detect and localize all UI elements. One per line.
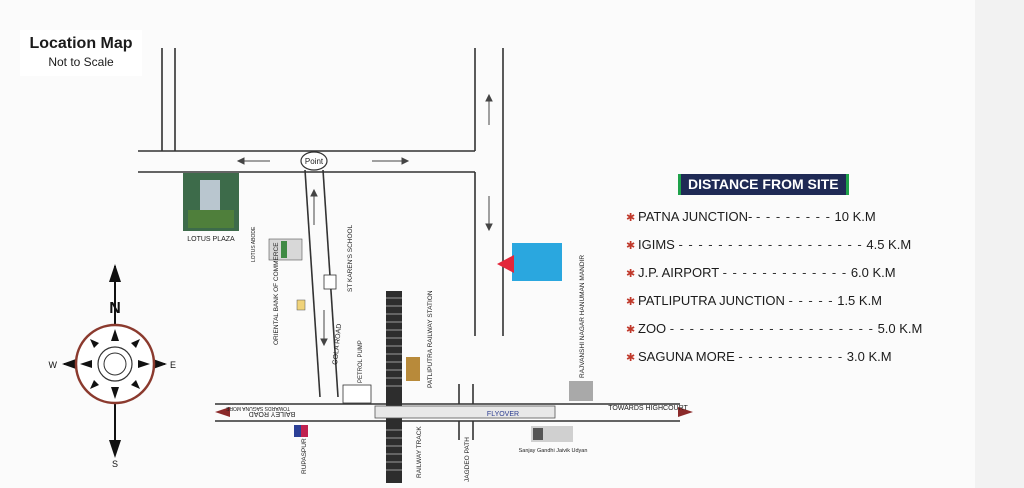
distance-item: ✱PATNA JUNCTION- - - - - - - - - 10 K.M <box>626 209 916 237</box>
road-arrow-head <box>236 157 245 165</box>
north-arrow <box>109 264 121 282</box>
towards-highcourt-label: TOWARDS HIGHCOURT <box>608 405 688 412</box>
rajvanshi-nagar-label: RAJVANSHI NAGAR HANUMAN MANDIR <box>579 255 586 378</box>
railway-sleepers <box>386 297 402 471</box>
road-arrow-head <box>310 188 318 197</box>
distance-value: 3.0 K.M <box>846 349 892 364</box>
west-arrow <box>62 359 76 369</box>
distance-dashes: - - - - - - - - - - - - - <box>722 265 848 280</box>
railway-track-label: RAILWAY TRACK <box>416 426 423 478</box>
bullet-icon: ✱ <box>626 212 636 224</box>
distance-dashes: - - - - - - - - - - - - - - - - - - - - … <box>669 321 874 336</box>
railway-track-bed <box>386 291 402 483</box>
petrol-pump-label: PETROL PUMP <box>358 340 364 383</box>
map-title-box: Location Map Not to Scale <box>20 30 142 76</box>
bullet-icon: ✱ <box>626 352 636 364</box>
jagdeo-path-label: JAGDEO PATH <box>464 437 471 482</box>
distance-dashes: - - - - - - - - - - - - - - - - - - - <box>678 237 863 252</box>
south-arrow <box>109 440 121 458</box>
bullet-icon: ✱ <box>626 240 636 252</box>
point-marker <box>300 151 328 171</box>
sanjay-gandhi-label: Sanjay Gandhi Jaivik Udyan <box>519 448 588 454</box>
map-subtitle: Not to Scale <box>48 55 114 69</box>
point-label: Point <box>305 157 324 166</box>
flyover-label: FLYOVER <box>487 411 519 418</box>
bailey-road-west-arrow <box>215 407 230 417</box>
patliputra-station-label: PATLIPUTRA RAILWAY STATION <box>427 290 434 388</box>
lotus-abode-label: LOTUS ABODE <box>251 226 257 262</box>
rupaspur-label: RUPASPUR <box>301 438 308 474</box>
distance-name: PATNA JUNCTION- <box>638 209 753 224</box>
bullet-icon: ✱ <box>626 296 636 308</box>
distance-value: 10 K.M <box>834 209 876 224</box>
rupaspur-icon-part <box>294 425 301 437</box>
distance-item: ✱ZOO - - - - - - - - - - - - - - - - - -… <box>626 321 922 349</box>
distance-item: ✱PATLIPUTRA JUNCTION - - - - - 1.5 K.M <box>626 293 916 321</box>
bullet-icon: ✱ <box>626 268 636 280</box>
road-arrow-head <box>485 223 493 232</box>
compass-e-label: E <box>170 360 176 370</box>
distance-name: J.P. AIRPORT <box>638 265 719 280</box>
gola-road-label: GOLA ROAD <box>332 323 343 365</box>
compass-n-label: N <box>109 300 121 317</box>
sanjay-gandhi-icon-part <box>533 428 543 440</box>
road-arrow-head <box>485 93 493 102</box>
compass-w-label: W <box>49 360 58 370</box>
petrol-pump-box <box>342 384 372 404</box>
patliputra-station-icon <box>406 357 420 381</box>
lotus-abode-marker <box>281 241 287 258</box>
distance-name: SAGUNA MORE <box>638 349 735 364</box>
bailey-road-label: BAILEY ROAD <box>249 410 296 417</box>
distance-name: IGIMS <box>638 237 675 252</box>
lotus-plaza-label: LOTUS PLAZA <box>187 236 235 243</box>
distance-dashes: - - - - - - - - - - - <box>738 349 844 364</box>
distance-value: 4.5 K.M <box>866 237 912 252</box>
site-location <box>512 243 562 281</box>
compass-s-label: S <box>112 459 118 469</box>
st-karens-icon <box>323 274 337 290</box>
bailey-road-east-arrow <box>678 407 693 417</box>
distance-dashes: - - - - - - - - <box>755 209 831 224</box>
railway-track <box>386 291 402 483</box>
road-network <box>138 48 680 440</box>
oriental-bank-icon <box>296 299 306 311</box>
site-marker <box>497 255 514 273</box>
distance-dashes: - - - - - <box>788 293 834 308</box>
direction-arrows <box>236 93 493 347</box>
distance-value: 1.5 K.M <box>837 293 883 308</box>
oriental-bank-label: ORIENTAL BANK OF COMMERCE <box>273 242 280 345</box>
rajvanshi-nagar-icon <box>569 381 593 401</box>
road-line <box>304 169 321 398</box>
towards-saguna-label: TOWARDS SAGUNA MORE <box>225 405 290 411</box>
distance-heading: DISTANCE FROM SITE <box>678 174 849 195</box>
bullet-icon: ✱ <box>626 324 636 336</box>
road-arrow-head <box>320 338 328 347</box>
distance-item: ✱IGIMS - - - - - - - - - - - - - - - - -… <box>626 237 916 265</box>
compass-core <box>103 352 127 376</box>
road-arrow-head <box>401 157 410 165</box>
st-karens-label: ST KAREN'S SCHOOL <box>347 224 354 292</box>
flyover-band <box>374 405 556 419</box>
compass: N S W E <box>49 264 176 469</box>
distance-name: ZOO <box>638 321 667 336</box>
distance-value: 6.0 K.M <box>850 265 896 280</box>
distance-item: ✱SAGUNA MORE - - - - - - - - - - - 3.0 K… <box>626 349 916 377</box>
distance-name: PATLIPUTRA JUNCTION <box>638 293 785 308</box>
distance-item: ✱J.P. AIRPORT - - - - - - - - - - - - - … <box>626 265 916 293</box>
east-arrow <box>153 359 167 369</box>
distance-list: ✱PATNA JUNCTION- - - - - - - - - 10 K.M … <box>626 209 922 377</box>
map-title: Location Map <box>29 35 133 52</box>
lotus-plaza-trees <box>188 210 234 228</box>
distance-value: 5.0 K.M <box>877 321 923 336</box>
page-margin <box>975 0 1024 488</box>
